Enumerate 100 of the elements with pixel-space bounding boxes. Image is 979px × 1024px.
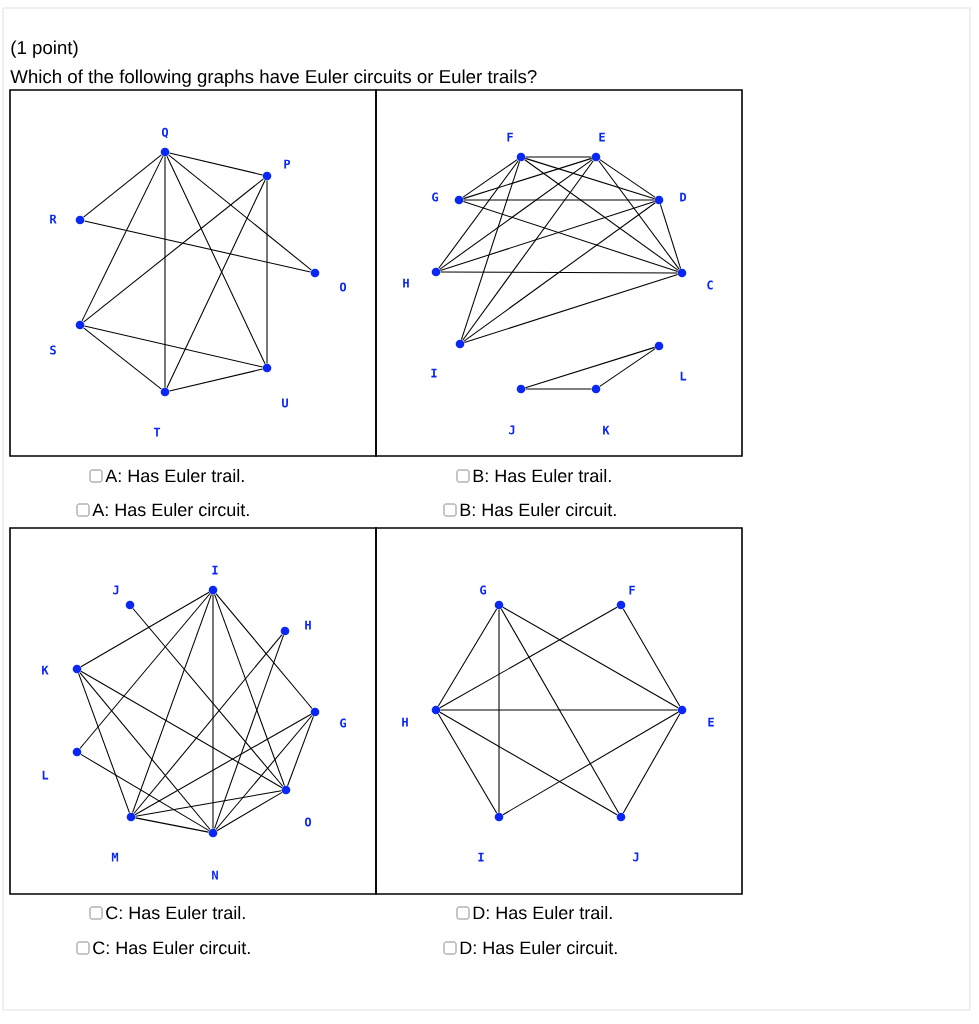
graph-edge xyxy=(439,200,656,272)
graph-edge xyxy=(439,159,593,270)
vertex-label: U xyxy=(282,398,288,408)
graph-edge xyxy=(135,817,210,833)
vertex-label: H xyxy=(403,278,409,288)
graph-edge xyxy=(462,159,518,198)
graph-edge xyxy=(599,159,656,198)
graph-edge xyxy=(437,713,498,814)
graph-edge xyxy=(166,155,266,365)
graph-edge xyxy=(439,711,618,816)
vertex-label: I xyxy=(212,565,218,575)
graph-edge xyxy=(214,634,284,830)
graph-edge xyxy=(83,154,162,218)
vertex-label: K xyxy=(42,665,49,675)
graph-edge xyxy=(212,594,214,829)
graph-edge xyxy=(460,160,521,341)
vertex-label: L xyxy=(42,770,49,780)
graph-edge xyxy=(287,715,314,787)
vertex-label: F xyxy=(507,132,513,142)
graph-edge xyxy=(132,593,212,814)
graph-edge xyxy=(132,608,284,788)
option-text: A: Has Euler circuit. xyxy=(92,502,249,517)
graph-edge xyxy=(80,591,210,668)
vertex-label: I xyxy=(431,368,437,378)
graph-edge xyxy=(598,160,680,270)
option-text: B: Has Euler trail. xyxy=(473,468,611,483)
vertex-label: G xyxy=(432,192,438,202)
graph-edge xyxy=(524,346,656,389)
graph-edge xyxy=(81,155,164,322)
graph-edge xyxy=(164,156,166,388)
graph-edge xyxy=(622,608,681,707)
vertex-label: R xyxy=(50,214,57,224)
vertex-label: T xyxy=(153,427,161,437)
vertex-label: D xyxy=(680,192,687,202)
graph-edge xyxy=(463,199,655,201)
question-text: (1 point) xyxy=(11,40,78,58)
graph-edge xyxy=(440,271,678,274)
option-text: A: Has Euler trail. xyxy=(105,468,244,483)
graph-edge xyxy=(79,593,211,749)
graph-edge xyxy=(135,790,282,817)
question-text: Which of the following graphs have Euler circuits or Euler trails? xyxy=(10,69,537,87)
graph-edge xyxy=(83,220,312,273)
vertex-label: F xyxy=(629,585,635,595)
graph-edge xyxy=(168,368,264,392)
graph-edge xyxy=(502,606,679,709)
vertex-label: Q xyxy=(161,127,169,139)
vertex-label: G xyxy=(480,585,486,595)
option-text: D: Has Euler circuit. xyxy=(460,940,617,955)
vertex-label: N xyxy=(212,870,218,880)
graph-edge xyxy=(622,713,681,814)
graph-edge xyxy=(525,388,592,390)
vertex-label: G xyxy=(340,718,346,728)
graph-edge xyxy=(214,593,285,787)
vertex-label: I xyxy=(478,852,484,862)
graph-edge xyxy=(78,672,130,814)
graph-edge xyxy=(216,791,283,832)
option-text: D: Has Euler trail. xyxy=(473,905,612,920)
graph-edge xyxy=(83,178,264,323)
graph-edge xyxy=(462,200,679,273)
graph-edge xyxy=(80,753,210,832)
option-text: B: Has Euler circuit. xyxy=(460,502,616,517)
graph-edge xyxy=(266,180,268,364)
graph-edge xyxy=(215,715,313,831)
graph-edge xyxy=(524,157,656,200)
graph-edge xyxy=(168,152,264,176)
graph-edge xyxy=(659,203,682,270)
graph-edge xyxy=(166,179,266,389)
graph-edge xyxy=(500,608,620,814)
graph-edge xyxy=(502,711,679,816)
vertex-label: S xyxy=(50,345,56,355)
graph-edge xyxy=(83,325,264,368)
graph-edge xyxy=(80,670,283,789)
graph-edge xyxy=(462,157,593,200)
graph-edge xyxy=(440,709,678,711)
graph-edge xyxy=(439,606,618,709)
graph-edge xyxy=(524,159,679,271)
graph-edge xyxy=(79,672,211,830)
vertex-label: H xyxy=(305,620,311,630)
vertex-label: C xyxy=(707,280,713,290)
option-text: C: Has Euler trail. xyxy=(106,905,245,920)
vertex-label: O xyxy=(304,817,312,827)
vertex-label: E xyxy=(599,132,605,142)
graph-edge xyxy=(525,156,592,158)
vertex-label: K xyxy=(603,425,610,435)
graph-edge xyxy=(438,160,519,269)
graph-edge xyxy=(498,609,500,813)
graph-edge xyxy=(463,202,656,342)
graph-edge xyxy=(463,273,679,344)
graph-edge xyxy=(437,608,498,707)
graph-edge xyxy=(83,327,162,390)
graph-edge xyxy=(215,593,313,709)
vertex-label: J xyxy=(113,585,119,595)
graph-edge xyxy=(133,634,283,814)
graph-edge xyxy=(599,348,656,387)
vertex-label: J xyxy=(633,852,639,862)
vertex-label: J xyxy=(509,425,515,435)
vertex-label: O xyxy=(339,282,347,292)
vertex-label: L xyxy=(680,371,687,381)
graph-edge xyxy=(462,160,594,341)
vertex-label: P xyxy=(284,159,291,169)
